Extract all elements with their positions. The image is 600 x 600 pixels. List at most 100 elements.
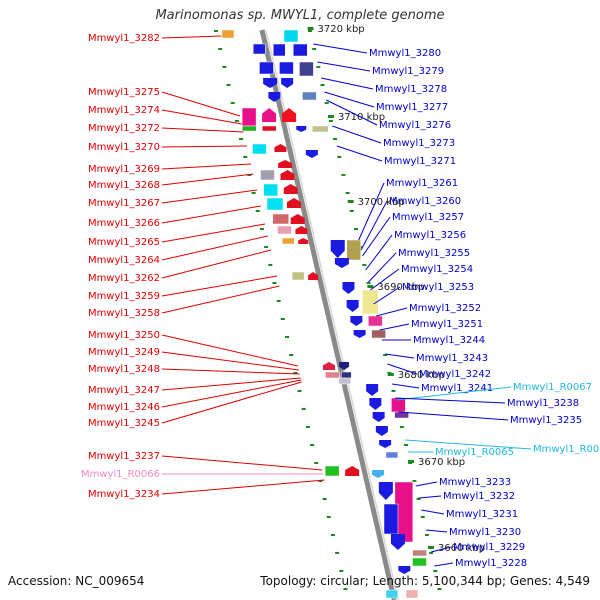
track-guide-left — [268, 264, 273, 266]
gene-label-left: Mmwyl1_3282 — [88, 33, 160, 44]
gene-label-left: Mmwyl1_3264 — [88, 255, 160, 266]
track-guide-left — [335, 552, 340, 554]
gene-arrow-forward — [278, 160, 293, 168]
gene-label-right: Mmwyl1_3280 — [369, 48, 441, 59]
track-guide-left — [226, 84, 231, 86]
gene-label-left: Mmwyl1_3246 — [88, 402, 160, 413]
gene-label-left: Mmwyl1_3234 — [88, 489, 160, 500]
genes-label: Genes: — [509, 574, 552, 588]
gene-block — [412, 549, 427, 557]
gene-label-right: Mmwyl1_3238 — [507, 398, 579, 409]
gene-arrow-forward — [280, 170, 295, 180]
gene-arrow-reverse — [339, 362, 350, 370]
gene-label-right: Mmwyl1_3252 — [409, 303, 481, 314]
track-guide-right — [316, 66, 321, 68]
gene-label-right: Mmwyl1_3261 — [386, 178, 458, 189]
gene-arrow-reverse — [379, 440, 392, 448]
genome-stats: Topology: circular; Length: 5,100,344 bp… — [260, 574, 590, 588]
gene-label-right: Mmwyl1_3233 — [439, 477, 511, 488]
track-guide-left — [259, 228, 264, 230]
label-connector — [332, 125, 382, 144]
label-connector — [161, 351, 299, 371]
gene-label-left: Mmwyl1_3272 — [88, 123, 160, 134]
gene-block — [312, 125, 329, 133]
kbp-tick — [327, 115, 334, 118]
track-guide-right — [320, 84, 325, 86]
track-guide-right — [333, 138, 338, 140]
track-guide-left — [251, 192, 256, 194]
label-connector — [425, 529, 448, 533]
gene-arrow-forward — [283, 184, 298, 194]
gene-block — [291, 271, 305, 281]
gene-label-right: Mmwyl1_3256 — [394, 230, 466, 241]
gene-label-left: Mmwyl1_3265 — [88, 237, 160, 248]
gene-label-right: Mmwyl1_R0064 — [533, 444, 600, 455]
gene-block — [279, 61, 294, 75]
label-connector — [395, 397, 506, 404]
track-guide-left — [339, 570, 344, 572]
gene-arrow-reverse — [353, 330, 366, 338]
label-connector — [392, 383, 420, 389]
label-connector — [161, 249, 272, 279]
gene-arrow-forward — [295, 226, 308, 234]
gene-arrow-forward — [286, 198, 301, 208]
gene-arrow-reverse — [346, 300, 359, 312]
label-connector — [161, 368, 300, 375]
gene-arrow-reverse — [366, 384, 379, 396]
track-guide-left — [297, 390, 302, 392]
track-guide-left — [301, 408, 306, 410]
gene-block — [324, 465, 340, 477]
track-guide-right — [366, 282, 371, 284]
track-guide-left — [330, 534, 335, 536]
gene-label-left: Mmwyl1_3248 — [88, 364, 160, 375]
kbp-tick-label: 3700 kbp — [358, 197, 405, 208]
label-connector — [161, 189, 258, 204]
track-guide-left — [214, 30, 218, 32]
gene-label-right: Mmwyl1_3276 — [379, 120, 451, 131]
label-connector — [368, 252, 397, 283]
gene-label-left: Mmwyl1_R0066 — [81, 469, 160, 480]
track-guide-right — [429, 552, 434, 554]
gene-arrow-reverse — [296, 126, 307, 132]
track-guide-left — [272, 282, 277, 284]
gene-arrow-forward — [308, 272, 319, 280]
label-connector — [415, 481, 438, 487]
kbp-tick-label: 3720 kbp — [318, 24, 365, 35]
kbp-tick — [307, 27, 314, 30]
track-guide-right — [341, 174, 346, 176]
track-guide-right — [362, 264, 367, 266]
label-connector — [161, 127, 244, 133]
label-connector — [161, 235, 268, 261]
gene-label-left: Mmwyl1_3269 — [88, 164, 160, 175]
label-connector — [336, 145, 383, 162]
gene-label-right: Mmwyl1_3271 — [384, 156, 456, 167]
gene-label-left: Mmwyl1_3247 — [88, 385, 160, 396]
gene-block — [385, 589, 399, 599]
label-connector — [405, 439, 532, 450]
label-connector — [161, 275, 278, 297]
gene-label-left: Mmwyl1_3262 — [88, 273, 160, 284]
accession-info: Accession: NC_009654 — [8, 574, 144, 588]
gene-label-right: Mmwyl1_3241 — [421, 383, 493, 394]
gene-arrow-forward — [323, 362, 336, 370]
gene-label-left: Mmwyl1_3237 — [88, 451, 160, 462]
label-connector — [161, 163, 252, 170]
gene-label-right: Mmwyl1_3251 — [411, 319, 483, 330]
gene-block — [277, 225, 292, 235]
label-connector — [161, 285, 280, 314]
gene-label-left: Mmwyl1_3270 — [88, 142, 160, 153]
label-connector — [161, 223, 266, 243]
gene-label-left: Mmwyl1_3258 — [88, 308, 160, 319]
gene-label-left: Mmwyl1_3245 — [88, 418, 160, 429]
gene-arrow-reverse — [375, 426, 388, 436]
gene-arrow-reverse — [342, 282, 355, 294]
track-guide-right — [324, 102, 329, 104]
track-guide-right — [337, 156, 342, 158]
label-connector — [362, 216, 391, 257]
gene-arrow-reverse — [305, 150, 318, 158]
length-label: Length: — [372, 574, 419, 588]
track-guide-left — [322, 498, 327, 500]
label-connector — [326, 99, 378, 126]
label-connector — [321, 77, 374, 90]
